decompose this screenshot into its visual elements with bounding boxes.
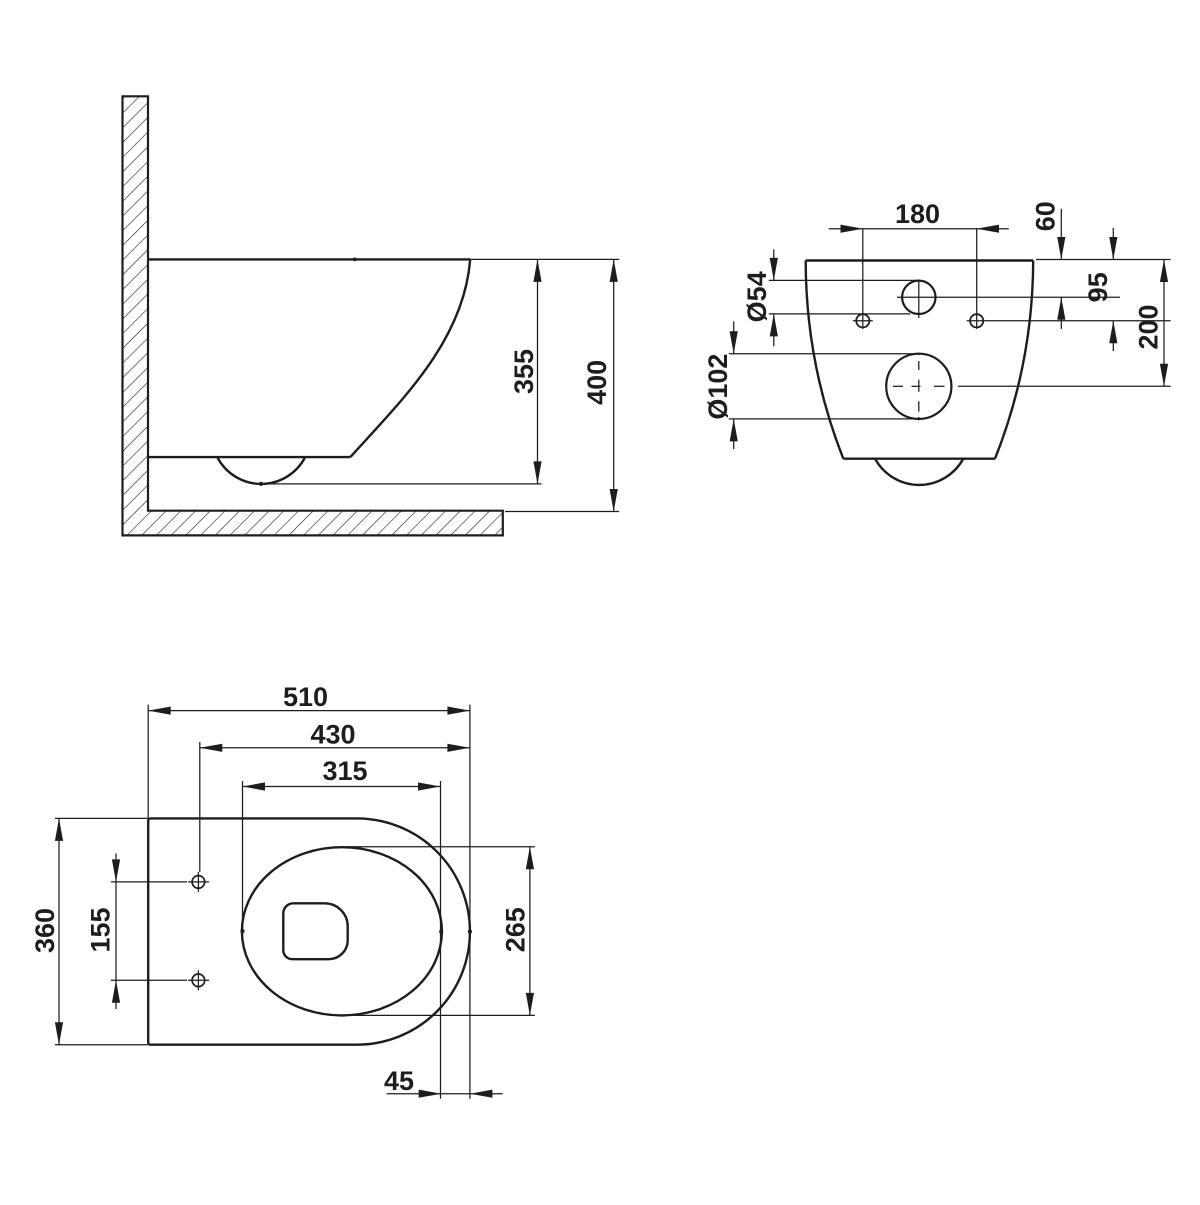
svg-text:155: 155 bbox=[86, 907, 116, 952]
svg-text:265: 265 bbox=[501, 907, 531, 952]
svg-text:Ø102: Ø102 bbox=[703, 354, 733, 420]
svg-text:430: 430 bbox=[310, 720, 355, 750]
svg-text:400: 400 bbox=[582, 360, 612, 405]
svg-text:45: 45 bbox=[384, 1066, 414, 1096]
svg-text:510: 510 bbox=[283, 682, 328, 712]
svg-text:95: 95 bbox=[1083, 272, 1113, 302]
svg-text:180: 180 bbox=[895, 199, 940, 229]
svg-text:Ø54: Ø54 bbox=[742, 271, 772, 322]
svg-text:360: 360 bbox=[30, 908, 60, 953]
svg-text:355: 355 bbox=[509, 349, 539, 394]
svg-text:60: 60 bbox=[1030, 201, 1060, 231]
svg-text:200: 200 bbox=[1134, 304, 1164, 349]
svg-text:315: 315 bbox=[322, 756, 367, 786]
